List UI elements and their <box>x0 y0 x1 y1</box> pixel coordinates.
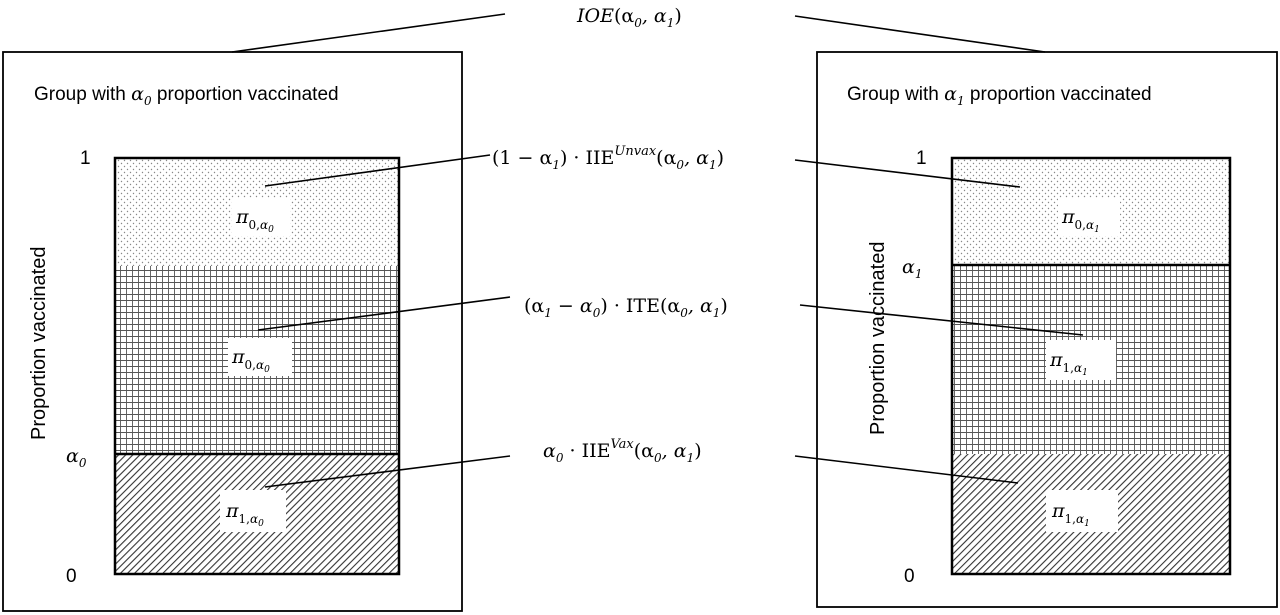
right-pi-middle: π1,α1 <box>1049 349 1088 378</box>
right-pi-top: π0,α1 <box>1061 206 1100 235</box>
right-bar-outline <box>950 156 1232 576</box>
left-pi-top: π0,α0 <box>235 206 274 235</box>
right-label-box-bottom <box>1046 490 1118 532</box>
left-group-title: Group with α0 proportion vaccinated <box>34 83 339 108</box>
left-label-box-top <box>232 198 290 236</box>
ite-effect-label: (α1 − α0) · ITE(α0, α1) <box>524 295 728 320</box>
left-group-panel: Group with α0 proportion vaccinated Prop… <box>2 51 463 612</box>
left-bar-outline <box>113 156 401 576</box>
left-label-box-middle <box>228 338 292 376</box>
right-label-box-middle <box>1046 340 1116 380</box>
right-y-axis-label: Proportion vaccinated <box>867 242 889 435</box>
ite-connector-right <box>799 304 1084 336</box>
left-pi-middle: π0,α0 <box>231 346 270 375</box>
vax-effect-label: α0 · IIEVax(α0, α1) <box>543 437 702 465</box>
unvax-connector-left <box>264 154 491 187</box>
unvax-connector-right <box>794 159 1021 188</box>
vax-connector-left <box>264 455 511 488</box>
unvax-effect-label: (1 − α1) · IIEUnvax(α0, α1) <box>492 144 724 172</box>
right-pi-bottom: π1,α1 <box>1051 500 1090 529</box>
left-tick-0: 0 <box>66 566 77 587</box>
left-tick-alpha0: α0 <box>66 445 87 470</box>
left-label-box-bottom <box>220 490 286 532</box>
ite-connector-left <box>257 296 511 331</box>
left-group-frame <box>2 51 463 612</box>
right-group-panel: Group with α1 proportion vaccinated Prop… <box>816 51 1278 608</box>
ioe-label: IOE(α0, α1) <box>576 5 682 30</box>
ioe-connector-left <box>231 13 506 53</box>
left-y-axis-label: Proportion vaccinated <box>28 247 50 440</box>
vax-connector-right <box>794 455 1019 484</box>
right-label-box-top <box>1058 198 1120 236</box>
right-tick-1: 1 <box>916 148 927 169</box>
right-group-title: Group with α1 proportion vaccinated <box>847 83 1152 108</box>
right-tick-0: 0 <box>904 566 915 587</box>
right-group-frame <box>816 51 1278 608</box>
ioe-connector-right <box>794 15 1046 53</box>
left-tick-1: 1 <box>80 148 91 169</box>
right-tick-alpha1: α1 <box>902 256 922 281</box>
left-pi-bottom: π1,α0 <box>225 500 264 529</box>
